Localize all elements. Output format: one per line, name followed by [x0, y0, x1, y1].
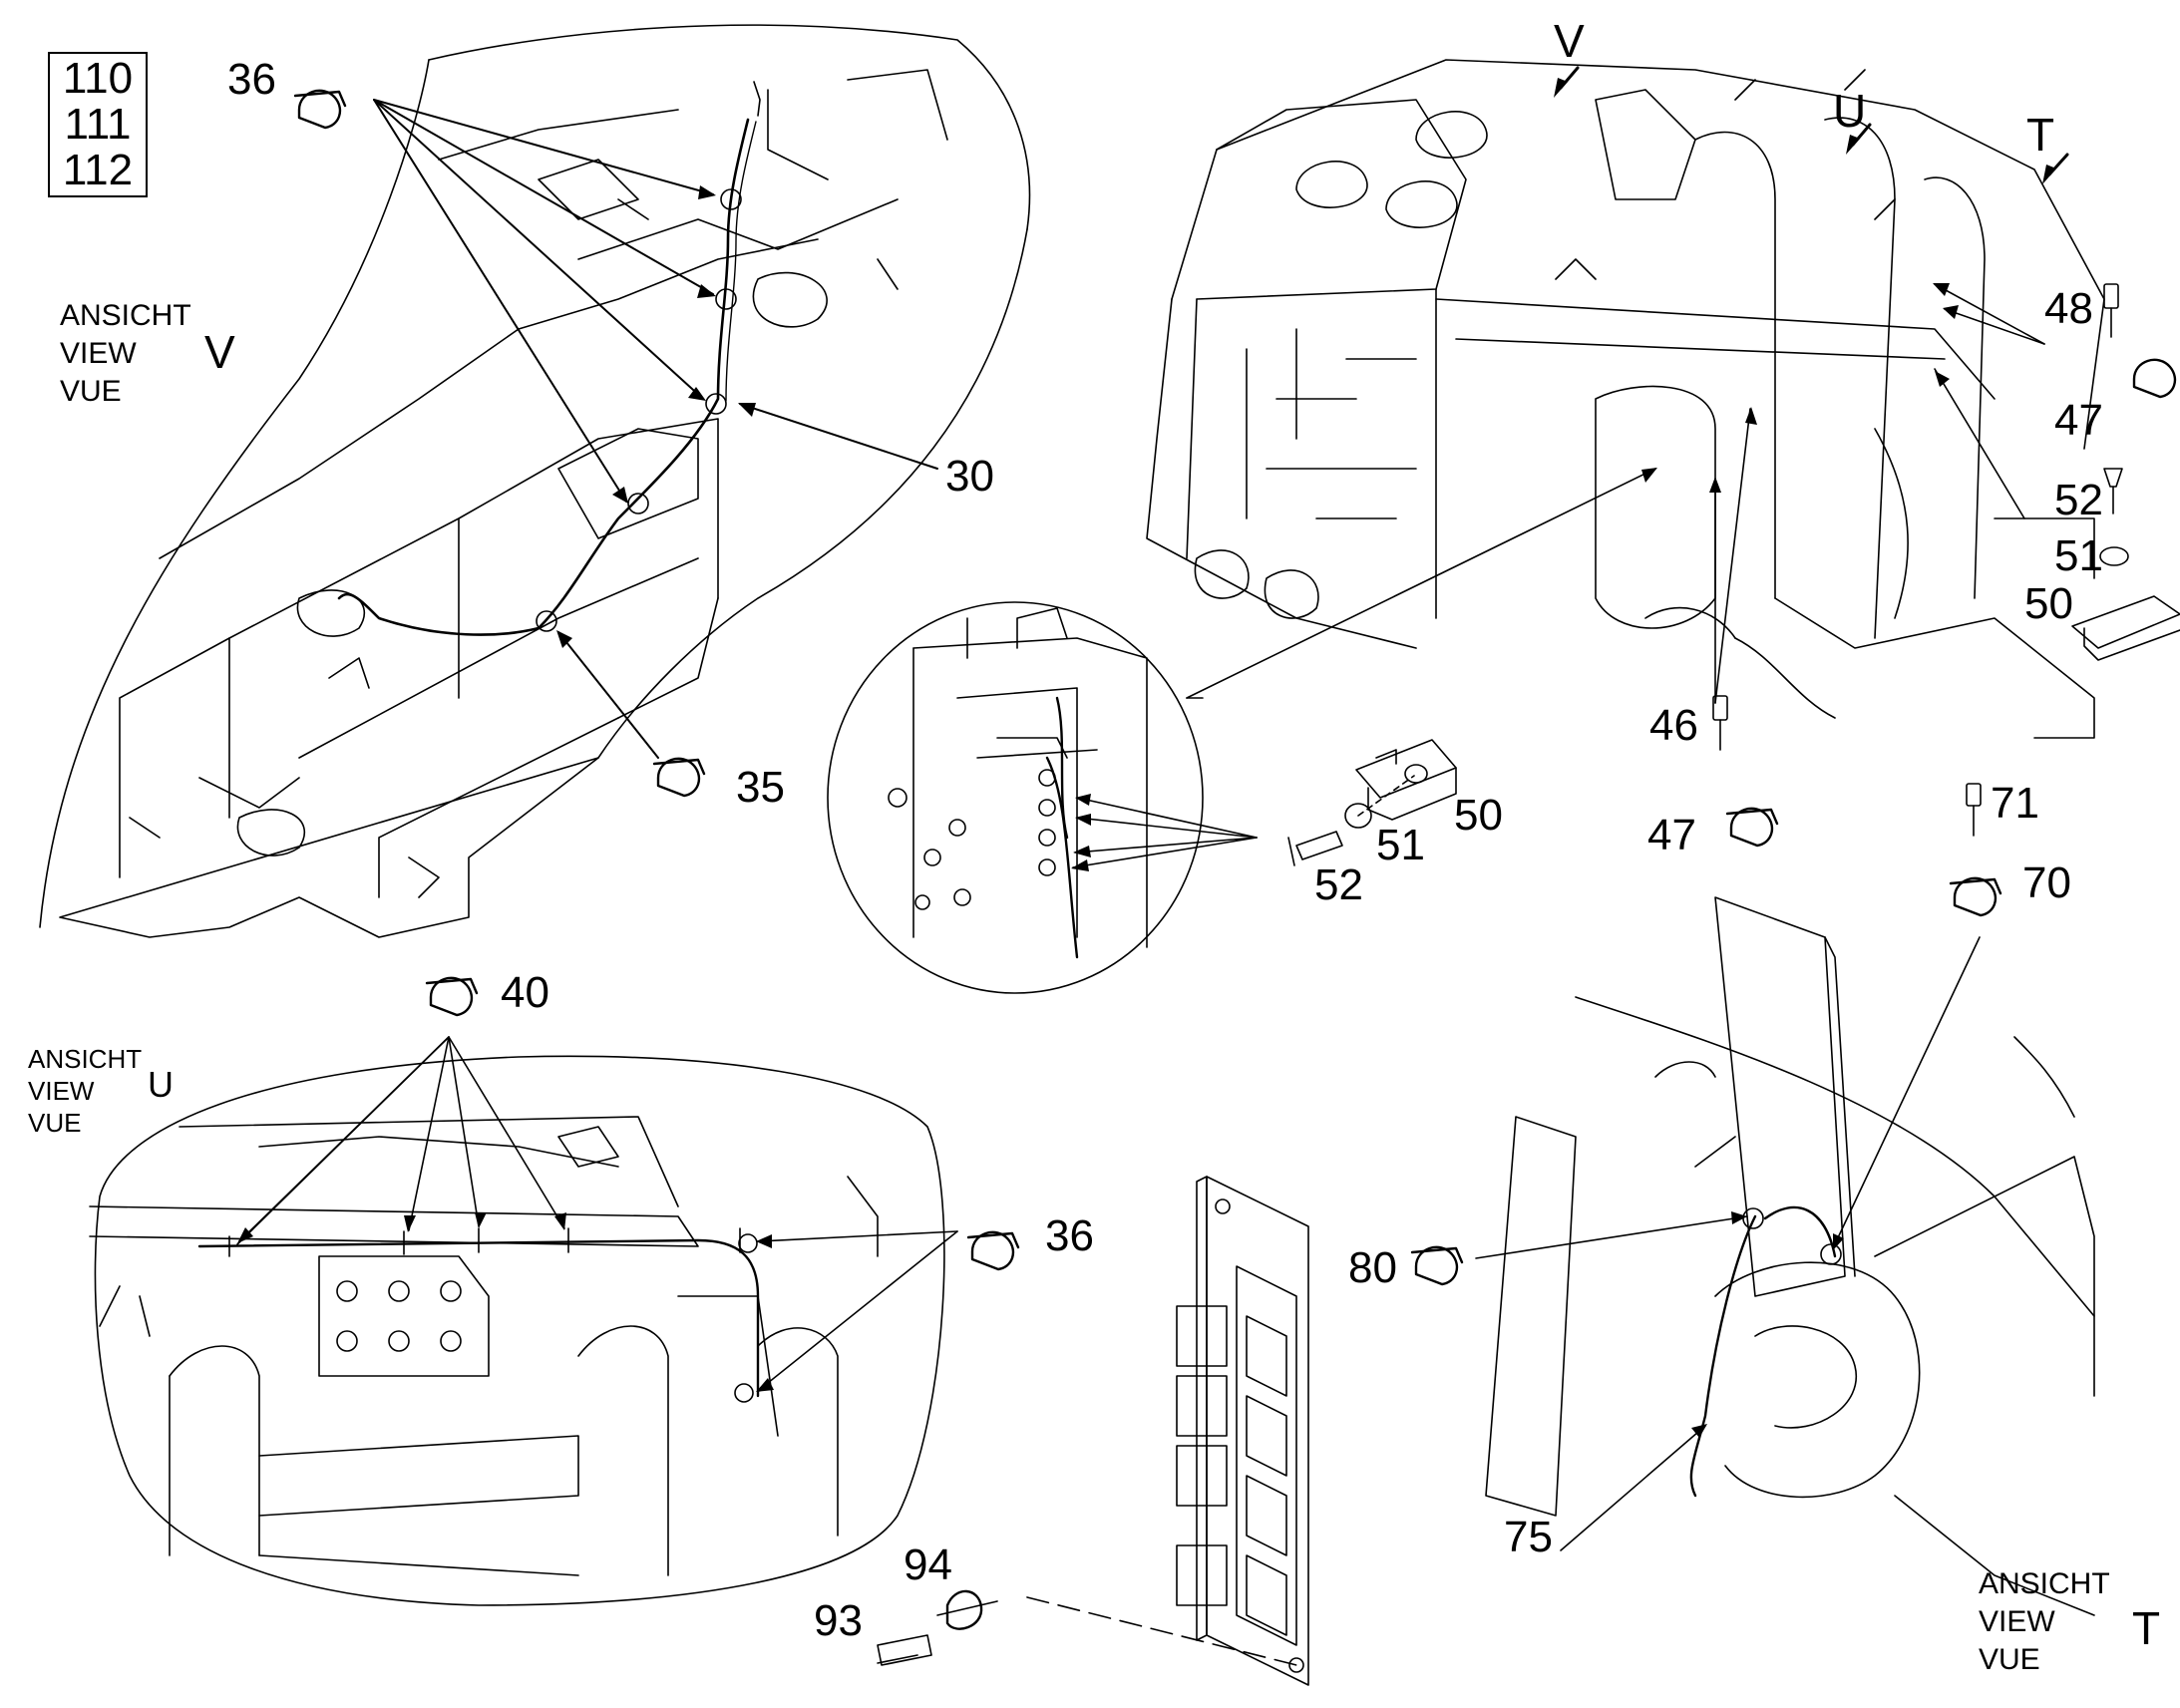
callout-30: 30: [945, 452, 994, 501]
relay-board-drawing: [877, 1176, 1309, 1686]
callout-93: 93: [814, 1596, 863, 1645]
callout-47: 47: [2054, 396, 2103, 445]
page-reference-box: 110 111 112: [48, 52, 148, 197]
callout-48: 48: [2044, 284, 2093, 333]
callout-46: 46: [1649, 701, 1698, 750]
callout-71: 71: [1991, 779, 2039, 828]
caption-line: VIEW: [60, 337, 137, 370]
view-marker-t: T: [2026, 109, 2055, 161]
caption-line: VUE: [28, 1108, 82, 1138]
caption-line: ANSICHT: [28, 1044, 143, 1074]
page-ref: 111: [64, 100, 132, 149]
callout-70: 70: [2022, 858, 2071, 907]
caption-line: ANSICHT: [1979, 1567, 2110, 1600]
view-v-letter: V: [204, 326, 235, 378]
view-t-letter: T: [2132, 1602, 2161, 1654]
callout-36: 36: [227, 55, 276, 104]
callout-52: 52: [2054, 476, 2103, 524]
view-marker-v: V: [1554, 15, 1585, 67]
caption-line: VIEW: [1979, 1605, 2055, 1638]
main-machine-drawing: [1146, 59, 2180, 739]
callout-36: 36: [1045, 1211, 1094, 1260]
caption-line: VIEW: [28, 1076, 95, 1106]
view-t-drawing: [1410, 695, 2095, 1616]
caption-line: ANSICHT: [60, 299, 191, 332]
view-marker-u: U: [1833, 85, 1867, 137]
view-u-letter: U: [148, 1064, 174, 1105]
callout-47: 47: [1647, 811, 1696, 859]
callout-51: 51: [2054, 531, 2103, 580]
caption-line: VUE: [1979, 1643, 2040, 1676]
callout-80: 80: [1348, 1243, 1397, 1292]
callout-94: 94: [904, 1540, 952, 1589]
callout-75: 75: [1504, 1513, 1553, 1561]
callout-35: 35: [736, 763, 785, 812]
page-ref: 112: [62, 146, 134, 194]
callout-50: 50: [2024, 579, 2073, 628]
callout-52: 52: [1314, 860, 1363, 909]
caption-line: VUE: [60, 375, 122, 408]
callout-40: 40: [501, 968, 549, 1017]
callout-51: 51: [1376, 821, 1425, 869]
view-t-caption: ANSICHT VIEW VUE: [1979, 1565, 2110, 1679]
detail-circle-drawing: [827, 601, 1457, 994]
view-v-caption: ANSICHT VIEW VUE: [60, 297, 191, 411]
view-v-frame-drawing: [39, 24, 1031, 938]
view-u-drawing: [89, 976, 1020, 1606]
view-u-caption: ANSICHT VIEW VUE: [28, 1043, 142, 1139]
callout-50: 50: [1454, 791, 1503, 840]
page-ref: 110: [62, 54, 134, 103]
